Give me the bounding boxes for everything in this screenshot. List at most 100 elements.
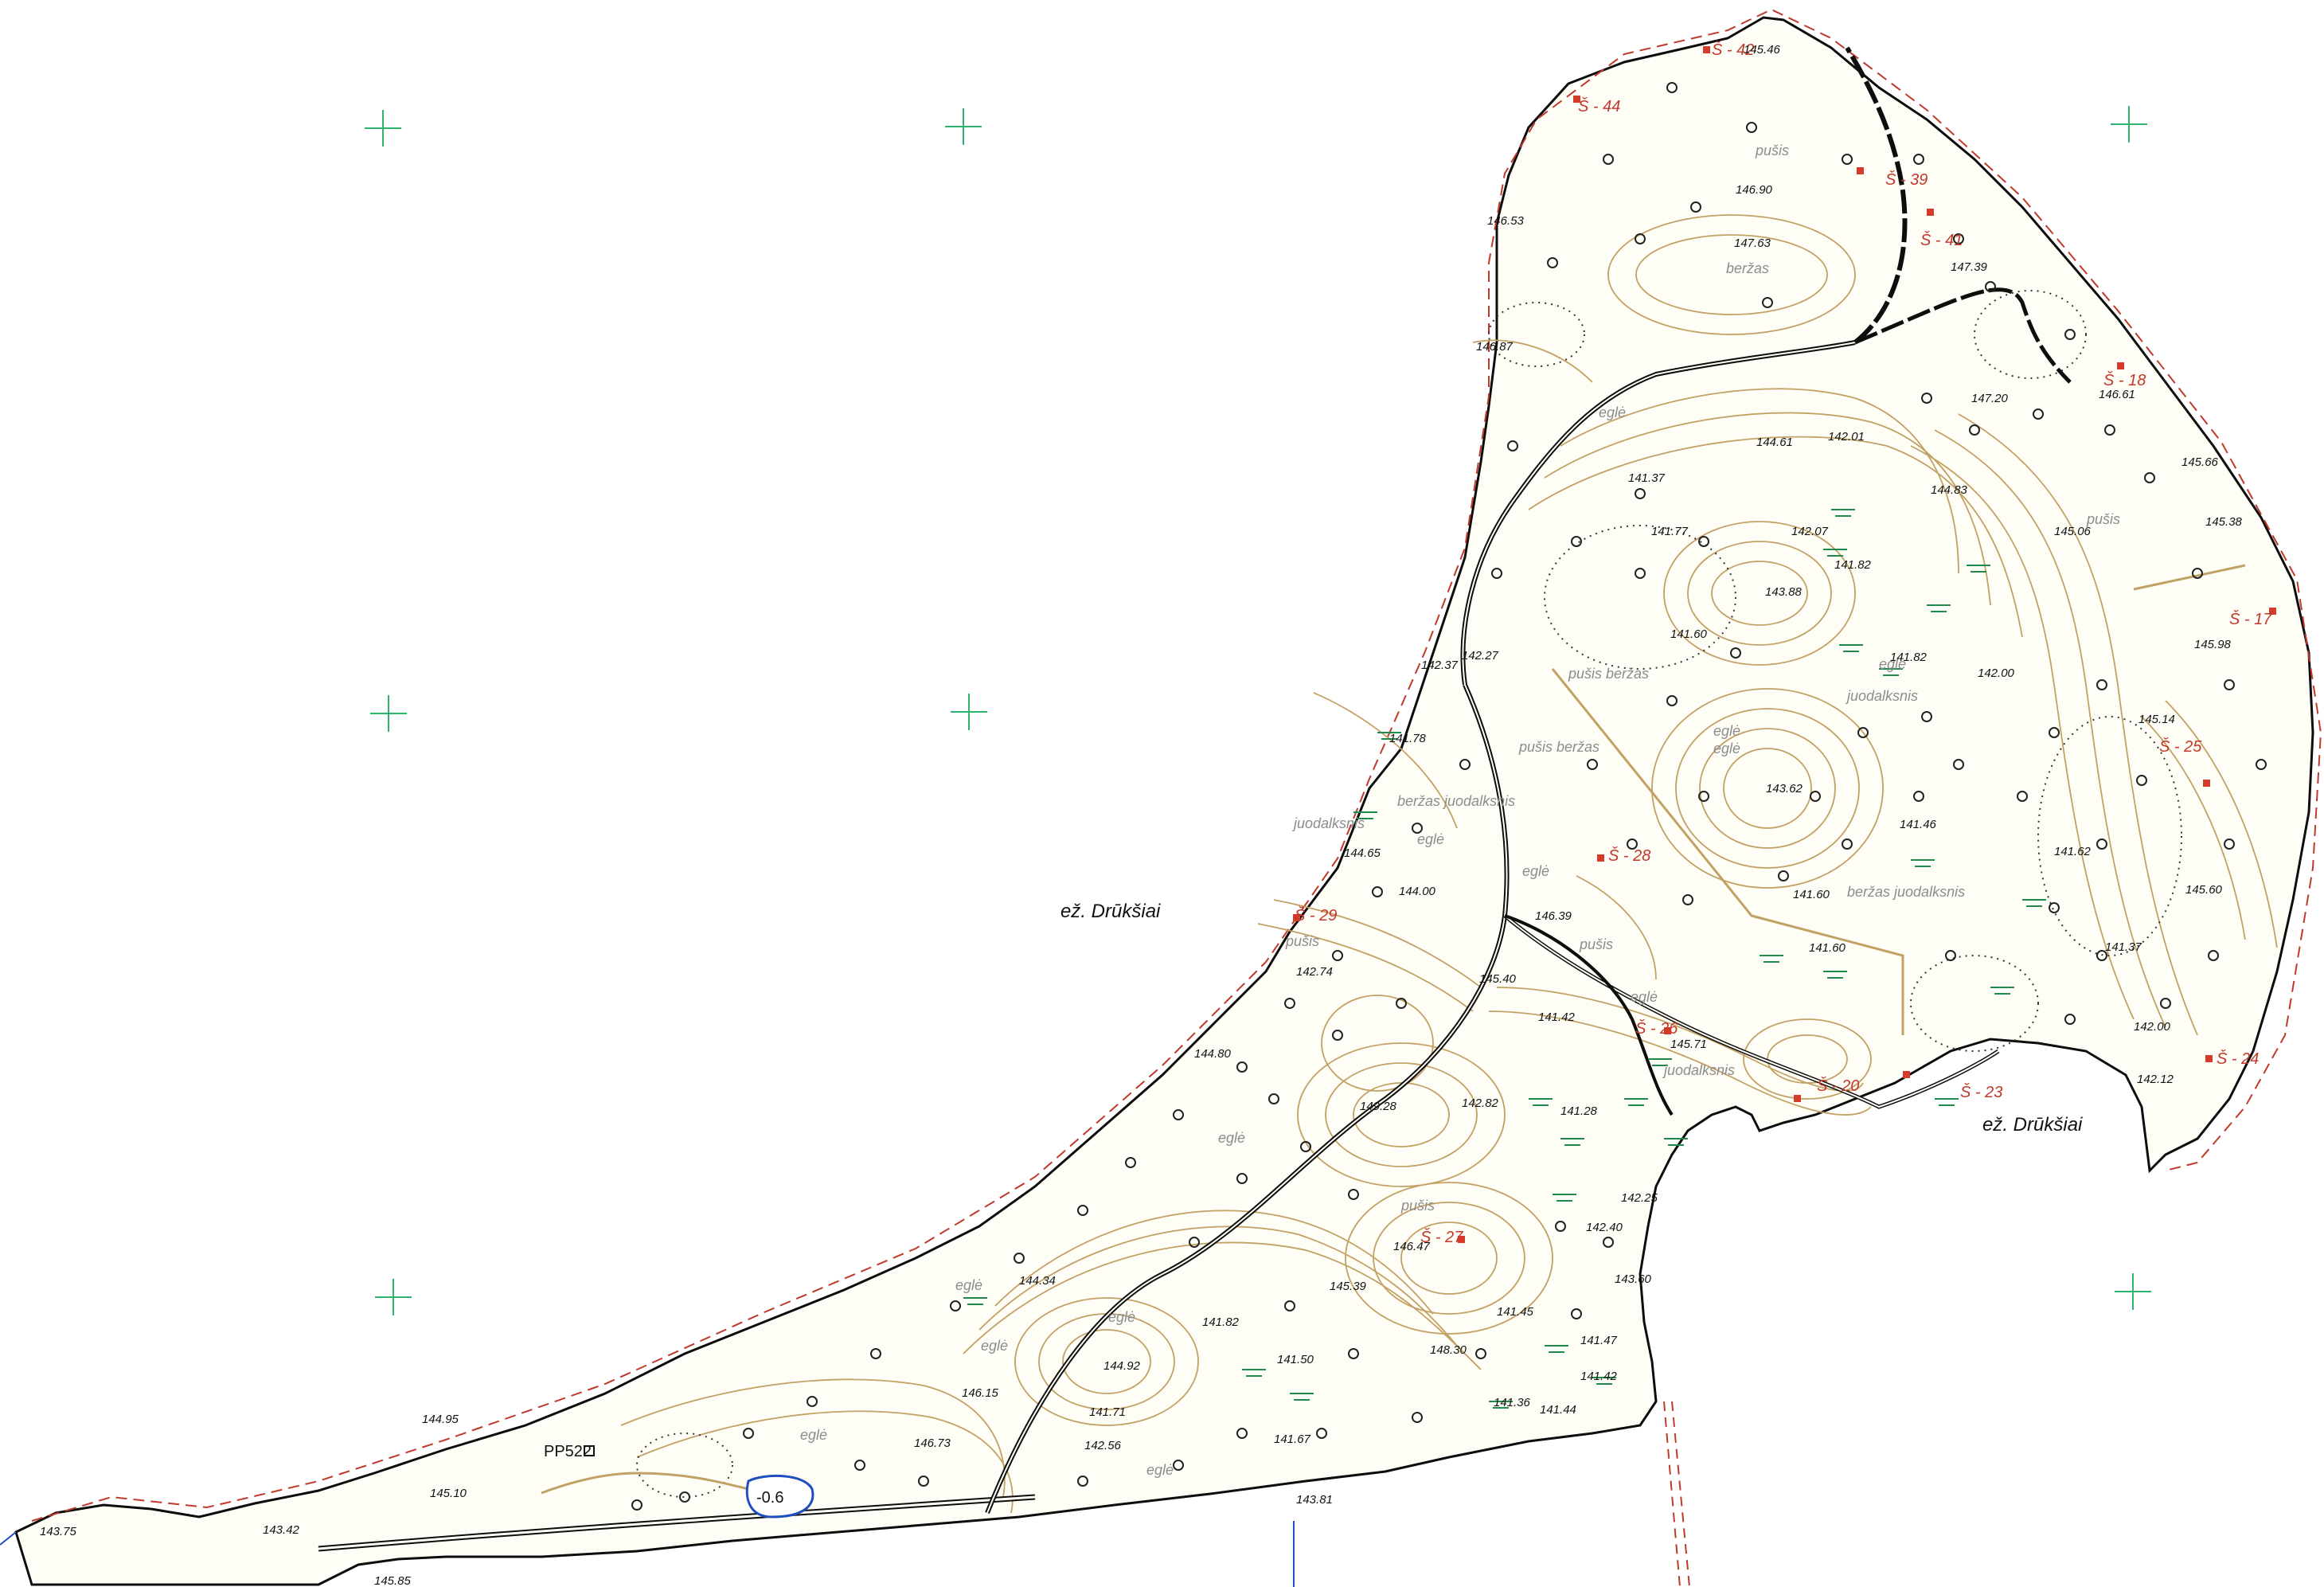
elevation-label: 141.45 [1497, 1305, 1534, 1319]
tree-species-label: pušis [1579, 936, 1613, 952]
elevation-label: 144.92 [1103, 1359, 1141, 1373]
elevation-label: 141.71 [1089, 1405, 1126, 1419]
station-label: Š - 39 [1885, 170, 1928, 189]
elevation-label: 142.00 [2134, 1020, 2171, 1034]
station-label: Š - 41 [1920, 231, 1963, 249]
tree-species-label: pušis beržas [1568, 666, 1649, 682]
elevation-label: 141.42 [1538, 1010, 1576, 1024]
elevation-label: 142.00 [1978, 666, 2015, 680]
elevation-label: 146.87 [1476, 340, 1514, 354]
elevation-label: 141.67 [1274, 1433, 1311, 1446]
survey-point-label: PP522 [544, 1443, 592, 1460]
elevation-label: 141.82 [1890, 651, 1928, 664]
contour-lines [620, 214, 2278, 1514]
elevation-label: 145.10 [430, 1487, 467, 1500]
station-label: Š - 44 [1578, 97, 1620, 115]
station-label: Š - 26 [1635, 1019, 1678, 1038]
roads [318, 46, 2072, 1552]
elevation-label: 141.36 [1494, 1396, 1531, 1409]
pond-depth-label: -0.6 [756, 1489, 783, 1507]
tree-species-label: eglė [800, 1427, 827, 1443]
elevation-label: 149.28 [1360, 1100, 1397, 1113]
elevation-label: 142.07 [1791, 525, 1829, 538]
station-markers [1293, 46, 2276, 1243]
elevation-label: 143.81 [1296, 1493, 1333, 1507]
elevation-label: 143.75 [40, 1525, 77, 1538]
elevation-label: 141.42 [1580, 1370, 1618, 1383]
elevation-label: 144.00 [1399, 885, 1436, 898]
elevation-label: 144.61 [1756, 436, 1793, 449]
elevation-label: 141.50 [1277, 1353, 1314, 1366]
tree-species-label: eglė [1417, 831, 1444, 847]
station-label: Š - 18 [2103, 371, 2146, 389]
vegetation-labels: pušis beržas pušis pušis beržas juodalks… [800, 143, 2120, 1478]
tree-species-label: juodalksnis [1291, 815, 1365, 831]
tree-species-label: eglė [981, 1338, 1008, 1354]
station-label: Š - 17 [2229, 610, 2272, 628]
elevation-label: 147.63 [1734, 236, 1771, 250]
tree-species-label: pušis [2086, 511, 2120, 527]
lake-label: ež. Drūkšiai [1060, 901, 1161, 922]
elevation-label: 144.80 [1194, 1047, 1232, 1061]
elevation-label: 141.37 [2105, 940, 2142, 954]
station-label: Š - 20 [1817, 1077, 1859, 1095]
tree-species-label: eglė [1108, 1309, 1135, 1325]
tree-symbols [631, 82, 2267, 1511]
elevation-label: 145.98 [2194, 638, 2232, 651]
tree-species-label: pušis [1400, 1198, 1435, 1214]
elevation-label: 146.73 [914, 1437, 951, 1450]
elevation-label: 141.60 [1793, 888, 1830, 901]
station-label: Š - 23 [1960, 1083, 2002, 1101]
spot-elevations: 145.46 146.90 146.53 147.63 147.39 146.8… [40, 43, 2243, 1587]
lake-label: ež. Drūkšiai [1982, 1114, 2083, 1136]
elevation-label: 146.61 [2099, 388, 2135, 401]
elevation-label: 143.88 [1765, 585, 1803, 599]
elevation-label: 141.62 [2054, 845, 2092, 858]
elevation-label: 141.78 [1389, 732, 1427, 745]
elevation-label: 141.47 [1580, 1334, 1618, 1347]
elevation-label: 145.06 [2054, 525, 2092, 538]
wetland-symbols [963, 509, 2046, 1409]
elevation-label: 142.56 [1084, 1439, 1122, 1452]
island-shoreline [14, 16, 2314, 1586]
tree-species-label: beržas [1726, 260, 1769, 276]
station-label: Š - 42 [1712, 41, 1754, 59]
shore-line-south [0, 1531, 17, 1546]
elevation-label: 145.66 [2181, 455, 2219, 469]
elevation-label: 142.12 [2137, 1073, 2174, 1086]
tree-species-label: pušis [1755, 143, 1789, 158]
elevation-label: 147.39 [1951, 260, 1988, 274]
station-label: Š - 24 [2217, 1050, 2259, 1068]
elevation-label: 141.37 [1628, 471, 1666, 485]
tree-species-label: eglė [1879, 656, 1906, 672]
elevation-label: 143.62 [1766, 782, 1803, 795]
elevation-label: 145.38 [2205, 515, 2243, 529]
elevation-label: 144.95 [422, 1413, 459, 1426]
elevation-label: 146.90 [1736, 183, 1773, 197]
tree-species-label: eglė [1599, 405, 1626, 420]
elevation-label: 145.60 [2185, 883, 2223, 897]
tree-species-label: pušis beržas [1518, 739, 1599, 755]
survey-point-marker [584, 1445, 595, 1456]
tree-species-label: eglė [1713, 723, 1740, 739]
elevation-label: 145.39 [1330, 1280, 1367, 1293]
elevation-label: 141.82 [1834, 558, 1872, 572]
tree-species-label: eglė [1631, 989, 1658, 1005]
tree-species-label: juodalksnis [1845, 688, 1918, 704]
station-labels: Š - 42 Š - 44 Š - 39 Š - 41 Š - 18 Š - 1… [1295, 41, 2272, 1246]
tree-species-label: eglė [1218, 1130, 1245, 1146]
elevation-label: 141.82 [1202, 1315, 1240, 1329]
station-label: Š - 29 [1295, 906, 1337, 924]
tree-species-label: eglė [1713, 741, 1740, 756]
elevation-label: 142.37 [1421, 659, 1459, 672]
elevation-label: 144.65 [1344, 846, 1381, 860]
elevation-label: 145.14 [2138, 713, 2175, 726]
elevation-label: 141.60 [1809, 941, 1846, 955]
elevation-label: 141.44 [1540, 1403, 1576, 1417]
station-label: Š - 27 [1420, 1228, 1463, 1246]
elevation-label: 143.42 [263, 1523, 300, 1537]
elevation-label: 145.85 [374, 1574, 412, 1587]
elevation-label: 144.34 [1019, 1274, 1056, 1288]
elevation-label: 148.30 [1430, 1343, 1467, 1357]
